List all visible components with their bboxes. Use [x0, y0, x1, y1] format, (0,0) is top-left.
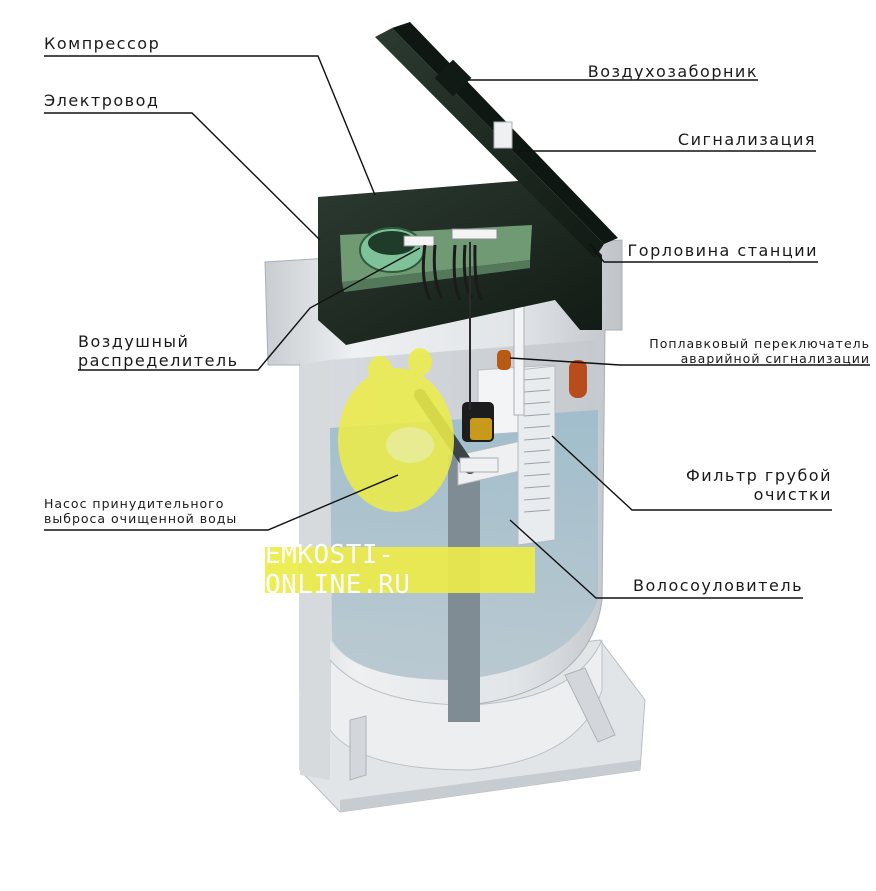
label-float-switch-line2: аварийной сигнализации: [680, 350, 870, 366]
label-coarse-filter-line2: очистки: [753, 484, 832, 504]
label-pump: Насос принудительного выброса очищенной …: [44, 496, 238, 527]
label-coarse-filter-line1: Фильтр грубой: [686, 466, 832, 485]
label-air-distributor-line1: Воздушный: [78, 332, 190, 351]
watermark-text: EMKOSTI-ONLINE.RU: [265, 540, 535, 600]
air-distributor: [421, 242, 484, 410]
float-switch: [497, 350, 587, 398]
label-air-intake: Воздухозаборник: [587, 62, 758, 81]
watermark-logo: [338, 348, 454, 512]
label-float-switch-line1: Поплавковый переключатель: [649, 336, 870, 351]
label-coarse-filter: Фильтр грубой очистки: [686, 466, 832, 505]
label-air-distributor: Воздушный распределитель: [78, 332, 239, 371]
base-ribs: [349, 667, 616, 781]
coarse-filter: [477, 364, 556, 546]
label-power-cable: Электровод: [44, 91, 160, 110]
label-pump-line1: Насос принудительного: [44, 496, 225, 511]
label-alarm: Сигнализация: [677, 130, 816, 149]
label-pump-line2: выброса очищенной воды: [44, 510, 238, 526]
compressor: [359, 227, 498, 273]
label-compressor: Компрессор: [44, 34, 161, 53]
label-hair-trap: Волосоуловитель: [633, 576, 803, 595]
label-float-switch: Поплавковый переключатель аварийной сигн…: [649, 336, 870, 367]
label-station-neck: Горловина станции: [627, 241, 818, 260]
label-air-distributor-line2: распределитель: [78, 350, 239, 370]
station-lid: [375, 22, 618, 258]
leader-lines: [44, 55, 870, 599]
